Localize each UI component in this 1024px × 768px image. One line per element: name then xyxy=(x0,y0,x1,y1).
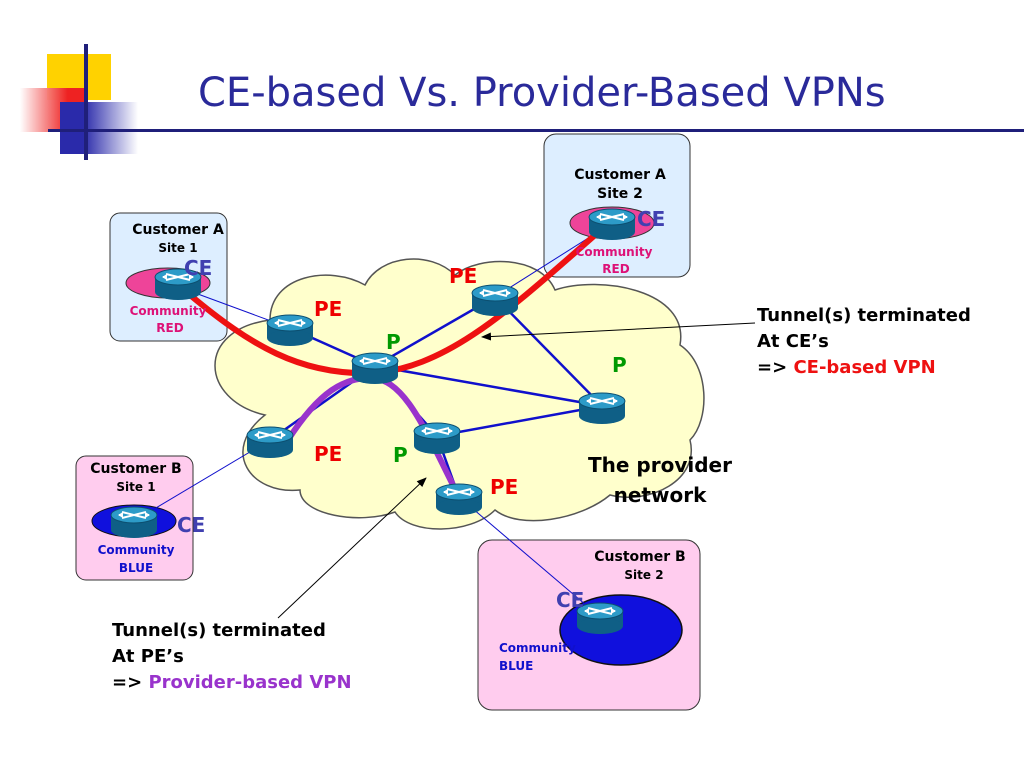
pe-label-bottom: PE xyxy=(490,475,518,499)
pe-router-left-top xyxy=(266,314,314,347)
ce-tunnel-callout-arrow xyxy=(481,322,756,341)
site-b2-community-name: BLUE xyxy=(499,659,533,673)
pe-tunnel-note-line-3: => Provider-based VPN xyxy=(112,670,352,696)
pe-label-left-bottom: PE xyxy=(314,442,342,466)
slide-title: CE-based Vs. Provider-Based VPNs xyxy=(198,70,886,116)
site-b2-title: Customer B xyxy=(594,549,685,565)
pe-tunnel-note: Tunnel(s) terminated At PE’s => Provider… xyxy=(112,618,352,696)
site-a1-community-label: Community xyxy=(130,304,207,318)
site-b1-community-label: Community xyxy=(98,543,175,557)
p-router-bottom xyxy=(413,422,461,455)
p-label-right: P xyxy=(612,353,627,377)
site-a2-community-name: RED xyxy=(602,262,629,276)
site-b1-title: Customer B xyxy=(90,461,181,477)
site-b2-community-label: Community xyxy=(499,641,576,655)
ce-tunnel-note-line-3: => CE-based VPN xyxy=(757,355,971,381)
pe-router-top xyxy=(471,284,519,317)
site-a1-community-name: RED xyxy=(156,321,183,335)
site-b1-subtitle: Site 1 xyxy=(116,480,155,494)
pe-label-top: PE xyxy=(449,264,477,288)
ce-tunnel-note-line-2: At CE’s xyxy=(757,331,829,352)
title-deco-vertical-line xyxy=(84,44,88,160)
ce-router-customer-a-site-2 xyxy=(588,208,636,241)
site-a1-subtitle: Site 1 xyxy=(158,241,197,255)
site-b1-community-name: BLUE xyxy=(119,561,153,575)
ce-label-a1: CE xyxy=(184,256,212,280)
provider-network-label: The provider network xyxy=(570,450,750,510)
p-label-bottom: P xyxy=(393,443,408,467)
site-a2-community-label: Community xyxy=(576,245,653,259)
pe-router-bottom xyxy=(435,483,483,516)
provider-network-line-2: network xyxy=(613,483,707,507)
p-router-right xyxy=(578,392,626,425)
p-label-center: P xyxy=(386,330,401,354)
pe-label-left-top: PE xyxy=(314,297,342,321)
pe-tunnel-callout-arrow xyxy=(277,477,427,619)
pe-tunnel-note-line-2: At PE’s xyxy=(112,646,184,667)
pe-tunnel-note-highlight: Provider-based VPN xyxy=(148,672,352,693)
ce-tunnel-note-arrow: => xyxy=(757,357,794,378)
ce-tunnel-note-highlight: CE-based VPN xyxy=(793,357,936,378)
title-deco-blue-block xyxy=(60,102,138,154)
pe-router-left-bottom xyxy=(246,426,294,459)
pe-tunnel-note-line-1: Tunnel(s) terminated xyxy=(112,620,326,641)
customer-a-site-2-box xyxy=(543,133,691,278)
ce-label-b2: CE xyxy=(556,588,584,612)
title-underline xyxy=(48,129,1024,132)
ce-router-customer-b-site-1 xyxy=(110,506,158,539)
provider-cloud xyxy=(214,258,705,530)
ce-label-b1: CE xyxy=(177,513,205,537)
ce-tunnel-note-line-1: Tunnel(s) terminated xyxy=(757,305,971,326)
site-a1-title: Customer A xyxy=(132,222,224,238)
p-router-center xyxy=(351,352,399,385)
site-a2-subtitle: Site 2 xyxy=(597,186,643,202)
site-a2-title: Customer A xyxy=(574,167,666,183)
pe-tunnel-note-arrow: => xyxy=(112,672,149,693)
site-b2-subtitle: Site 2 xyxy=(624,568,663,582)
provider-network-line-1: The provider xyxy=(588,453,732,477)
ce-tunnel-note: Tunnel(s) terminated At CE’s => CE-based… xyxy=(757,303,971,381)
ce-label-a2: CE xyxy=(637,207,665,231)
